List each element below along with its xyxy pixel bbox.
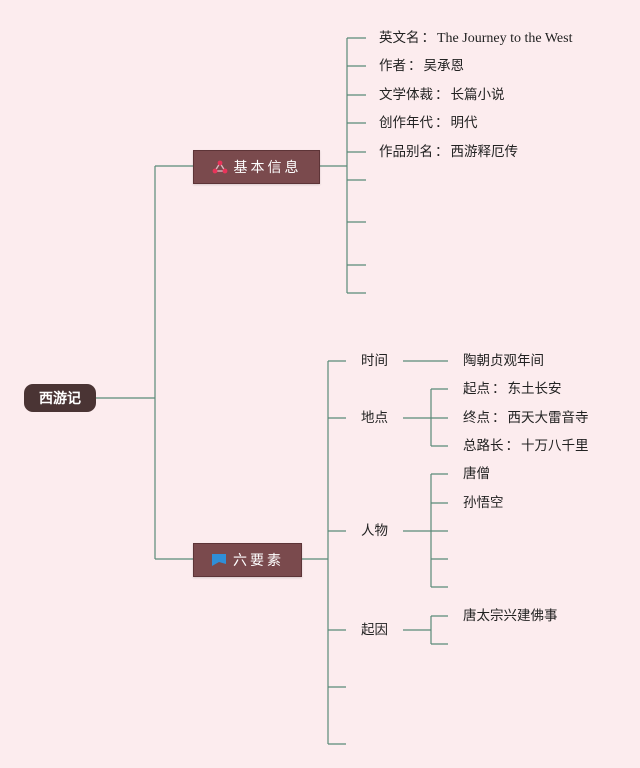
info-key: 创作年代 [379, 115, 433, 131]
info-value: 西游释厄传 [450, 144, 519, 160]
place-start[interactable]: 起点：东土长安 [463, 380, 562, 398]
separator: ： [435, 87, 449, 103]
info-genre[interactable]: 文学体裁：长篇小说 [379, 86, 505, 104]
people-sun-wukong[interactable]: 孙悟空 [463, 495, 504, 511]
people-tang-seng[interactable]: 唐僧 [463, 466, 490, 482]
people-connector [403, 473, 448, 588]
cause-value[interactable]: 唐太宗兴建佛事 [463, 608, 558, 624]
elements-connector [300, 360, 346, 745]
cause-connector [403, 615, 448, 645]
separator: ： [492, 410, 506, 426]
place-distance[interactable]: 总路长：十万八千里 [463, 437, 589, 455]
separator: ： [505, 438, 520, 454]
info-value: 长篇小说 [450, 87, 505, 103]
place-key: 总路长 [463, 438, 504, 454]
place-value: 东土长安 [507, 381, 562, 397]
info-era[interactable]: 创作年代：明代 [379, 114, 478, 132]
branch-six-elements[interactable]: 六要素 [193, 543, 302, 577]
separator: ： [435, 144, 449, 160]
place-end[interactable]: 终点：西天大雷音寺 [463, 409, 589, 427]
info-alias[interactable]: 作品别名：西游释厄传 [379, 143, 518, 161]
info-author[interactable]: 作者：吴承恩 [379, 57, 464, 75]
place-value: 十万八千里 [521, 438, 589, 454]
blue-flag-icon [211, 552, 227, 568]
element-place[interactable]: 地点 [361, 410, 388, 426]
info-key: 作品别名 [379, 144, 433, 160]
separator: ： [435, 115, 449, 131]
info-key: 英文名 [379, 30, 420, 46]
place-value: 西天大雷音寺 [507, 410, 589, 426]
branch-basic-info[interactable]: 基本信息 [193, 150, 320, 184]
element-cause[interactable]: 起因 [361, 622, 388, 638]
info-value: 吴承恩 [423, 58, 465, 74]
place-key: 起点 [463, 381, 490, 397]
info-english-name[interactable]: 英文名：The Journey to the West [379, 29, 572, 48]
info-value: The Journey to the West [437, 31, 573, 46]
root-label: 西游记 [39, 391, 81, 407]
info-connector [318, 37, 366, 294]
root-connector [96, 165, 193, 560]
connected-dots-icon [212, 160, 228, 174]
separator: ： [421, 30, 436, 46]
branch-label: 基本信息 [233, 160, 302, 176]
place-key: 终点 [463, 410, 490, 426]
element-people[interactable]: 人物 [361, 523, 388, 539]
root-node[interactable]: 西游记 [24, 384, 96, 412]
place-connector [403, 388, 448, 447]
branch-label: 六要素 [233, 553, 284, 569]
separator: ： [492, 381, 506, 397]
element-time[interactable]: 时间 [361, 353, 388, 369]
info-key: 文学体裁 [379, 87, 433, 103]
time-value[interactable]: 陶朝贞观年间 [463, 353, 544, 369]
info-key: 作者 [379, 58, 406, 74]
info-value: 明代 [450, 115, 478, 131]
separator: ： [408, 58, 422, 74]
